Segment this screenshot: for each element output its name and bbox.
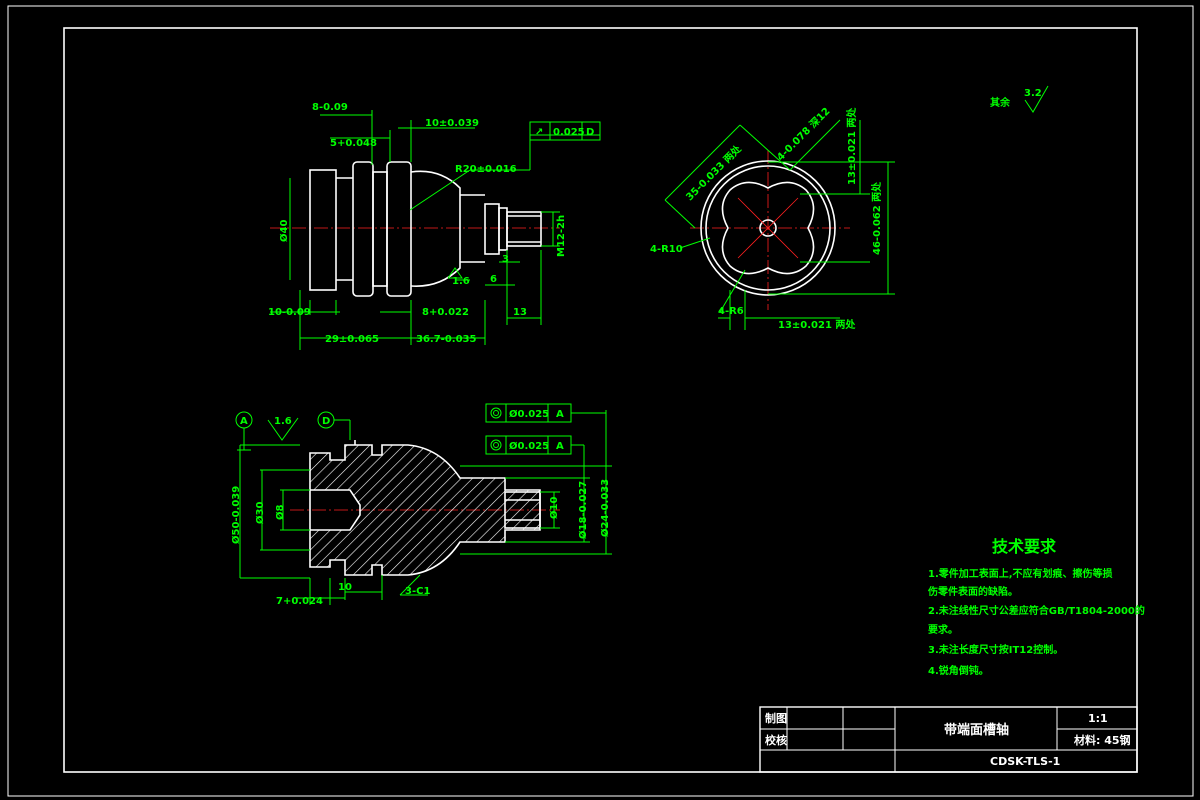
drawn-label: 制图 [765,711,787,725]
dim-s6: Ø24-0.033 [599,479,611,537]
material-value: 材料: 45钢 [1074,733,1131,747]
dim-d5: Ø40 [278,220,290,242]
frame-2-value: Ø0.025 [509,440,549,452]
dim-d13: 13 [513,307,527,318]
section-roughness: 1.6 [274,416,292,427]
scale-value: 1:1 [1088,712,1108,725]
frame-1-value: Ø0.025 [509,408,549,420]
dim-s2: Ø30 [254,502,266,524]
dim-d14: 1.6 [452,276,470,287]
roughness-note: 其余 3.2 [990,85,1049,113]
dim-d12: 6 [490,274,497,285]
dim-d6: 10-0.09 [268,307,311,318]
part-name: 带端面槽轴 [944,722,1009,738]
title-block: 制图 校核 带端面槽轴 1:1 材料: 45钢 CDSK-TLS-1 [759,706,1138,773]
dim-s8: 10 [338,582,352,593]
dim-e3: 13±0.021 两处 [845,107,858,185]
tol-value: 0.025 [553,127,585,138]
dim-d4: R20±0.016 [455,164,517,175]
dim-e4: 46-0.062 两处 [870,181,883,255]
tech-req-line-6: 4.锐角倒钝。 [928,664,989,677]
tech-req-line-5: 3.未注长度尺寸按IT12控制。 [928,643,1063,656]
dim-s3: Ø8 [274,504,286,520]
dim-s1: Ø50-0.039 [230,486,242,544]
dim-d9: 36.7-0.035 [416,334,476,345]
dim-d3: 10±0.039 [425,118,479,129]
section-view: A D 1.6 Ø50-0.039 Ø30 Ø8 Ø10 Ø18-0.027 Ø… [230,403,612,607]
drawing-number: CDSK-TLS-1 [990,755,1060,768]
tol-symbol: ↗ [535,127,543,138]
datum-a-label: A [240,416,248,427]
inner-border [63,27,1138,773]
dim-d2: 5+0.048 [330,138,377,149]
tech-req-line-3: 2.未注线性尺寸公差应符合GB/T1804-2000的 [928,604,1145,617]
frame-2-datum: A [556,441,564,452]
tech-requirements: 技术要求 1.零件加工表面上,不应有划痕、擦伤等损 伤零件表面的缺陷。 2.未注… [927,537,1145,677]
tech-req-line-4: 要求。 [928,623,958,636]
dim-d11: 3 [502,254,509,265]
dim-s9: 3-C1 [405,586,430,597]
roughness-value: 3.2 [1024,88,1042,99]
dim-d1: 8-0.09 [312,102,348,113]
checked-label: 校核 [765,733,787,747]
datum-d-label: D [322,416,330,427]
tech-req-line-1: 1.零件加工表面上,不应有划痕、擦伤等损 [928,567,1113,580]
tech-req-title: 技术要求 [992,537,1057,556]
tol-datum: D [586,127,594,138]
dim-e5: 4-R10 [650,244,683,255]
dim-s5: Ø18-0.027 [577,481,589,539]
tech-req-line-2: 伤零件表面的缺陷。 [927,585,1018,598]
dim-e6: 4-R6 [718,306,744,317]
frame-1-datum: A [556,409,564,420]
roughness-label: 其余 [990,96,1011,109]
outer-border [7,5,1194,797]
dim-s7: 7+0.024 [276,596,323,607]
dim-e7: 13±0.021 两处 [778,318,856,331]
dim-d7: 8+0.022 [422,307,469,318]
dim-d10: M12-2h [556,215,567,257]
dim-s4: Ø10 [548,497,560,519]
front-view: 8-0.09 5+0.048 10±0.039 R20±0.016 Ø40 10… [268,102,601,350]
dim-e2: 4-0.078 深12 [774,105,833,164]
end-view: 35-0.033 两处 4-0.078 深12 13±0.021 两处 46-0… [650,105,895,331]
dim-d8: 29±0.065 [325,334,379,345]
